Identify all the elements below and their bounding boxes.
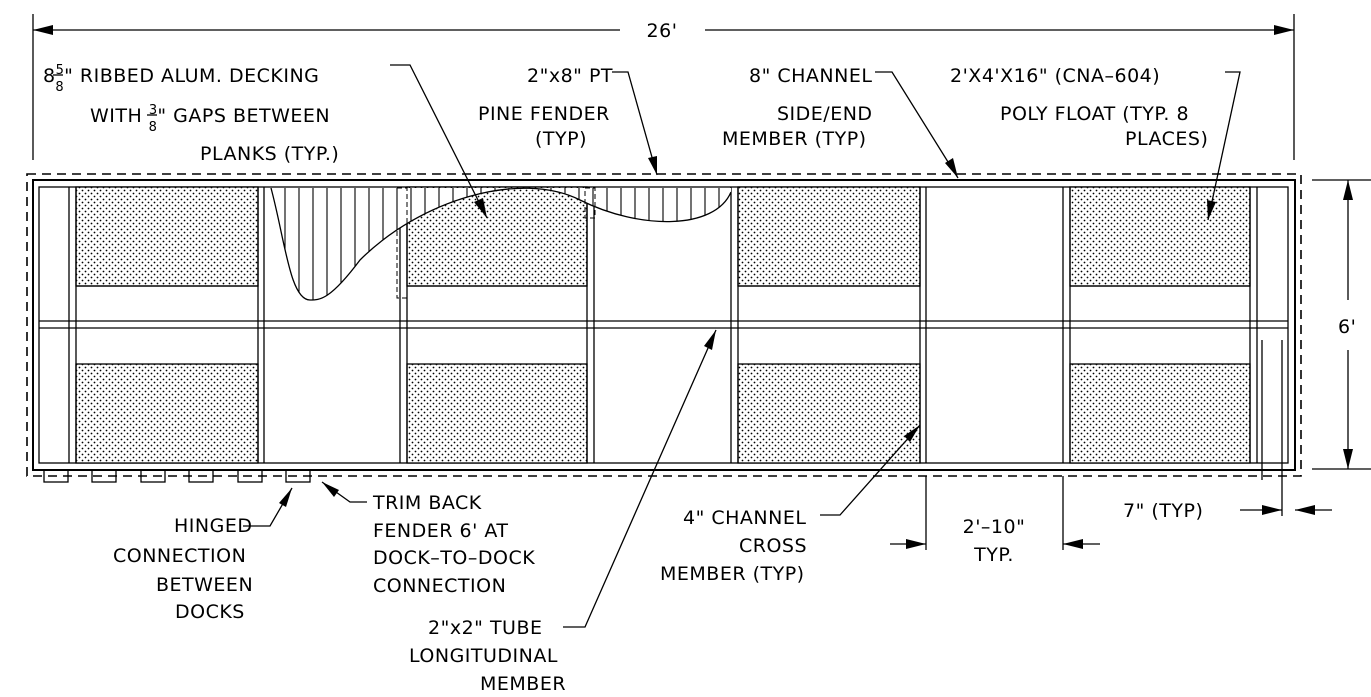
poly-floats	[75, 186, 1251, 464]
channel-cross-line-1: 4" CHANNEL	[683, 507, 806, 529]
channel-side-line-1: 8" CHANNEL	[749, 65, 872, 87]
fender-line-1: 2"x8" PT	[527, 65, 613, 87]
trim-back-line-3: DOCK–TO–DOCK	[373, 547, 535, 569]
side-clearance-label: 7" (TYP)	[1123, 500, 1203, 522]
float-6	[406, 363, 588, 464]
trim-back-line-2: FENDER 6' AT	[373, 520, 509, 542]
fender-line-2: PINE FENDER	[478, 103, 610, 125]
float-spacing-typ-label: TYP.	[973, 544, 1014, 566]
callout-poly-float: 2'X4'X16" (CNA–604) POLY FLOAT (TYP. 8 P…	[950, 65, 1241, 221]
cross-members	[68, 187, 1258, 463]
hinge-connectors	[43, 469, 311, 483]
poly-float-line-1: 2'X4'X16" (CNA–604)	[950, 65, 1160, 87]
hinged-line-1: HINGED	[174, 515, 252, 537]
channel-cross-line-2: CROSS	[739, 535, 807, 557]
float-1	[75, 186, 259, 287]
channel-side-line-2: SIDE/END	[777, 103, 873, 125]
float-8	[1069, 363, 1251, 464]
dock-frame	[26, 173, 1302, 477]
trim-back-line-1: TRIM BACK	[372, 492, 482, 514]
callout-channel-cross: 4" CHANNEL CROSS MEMBER (TYP)	[660, 424, 921, 585]
overall-width-label: 6'	[1338, 316, 1356, 338]
tube-line-2: LONGITUDINAL	[409, 645, 558, 667]
overall-length-label: 26'	[647, 20, 678, 42]
channel-side-line-3: MEMBER (TYP)	[722, 128, 867, 150]
callout-channel-side: 8" CHANNEL SIDE/END MEMBER (TYP)	[722, 65, 959, 179]
float-5	[75, 363, 259, 464]
callout-trim-back: TRIM BACK FENDER 6' AT DOCK–TO–DOCK CONN…	[321, 481, 535, 597]
hinged-line-3: BETWEEN	[156, 574, 253, 596]
poly-float-line-3: PLACES)	[1125, 128, 1208, 150]
hinged-line-2: CONNECTION	[113, 545, 246, 567]
poly-float-line-2: POLY FLOAT (TYP. 8	[1000, 103, 1189, 125]
channel-cross-line-3: MEMBER (TYP)	[660, 563, 805, 585]
overall-width-dimension: 6'	[1312, 179, 1371, 470]
float-spacing-dimension: 2'–10" TYP.	[890, 476, 1100, 566]
float-4	[1069, 186, 1251, 287]
tube-line-1: 2"x2" TUBE	[428, 617, 543, 639]
hinged-line-4: DOCKS	[175, 601, 245, 623]
float-7	[737, 363, 921, 464]
side-clearance-dimension: 7" (TYP)	[1123, 340, 1332, 522]
float-spacing-label: 2'–10"	[963, 516, 1026, 538]
overall-length-dimension: 26'	[32, 14, 1295, 160]
callout-tube: 2"x2" TUBE LONGITUDINAL MEMBER	[409, 329, 717, 695]
callout-fender: 2"x8" PT PINE FENDER (TYP)	[478, 65, 658, 176]
decking-line-3: PLANKS (TYP.)	[200, 143, 339, 165]
trim-back-line-4: CONNECTION	[373, 575, 506, 597]
tube-line-3: MEMBER	[480, 673, 566, 695]
callout-hinged: HINGED CONNECTION BETWEEN DOCKS	[113, 487, 293, 623]
float-3	[737, 186, 921, 287]
fender-line-3: (TYP)	[535, 128, 587, 150]
